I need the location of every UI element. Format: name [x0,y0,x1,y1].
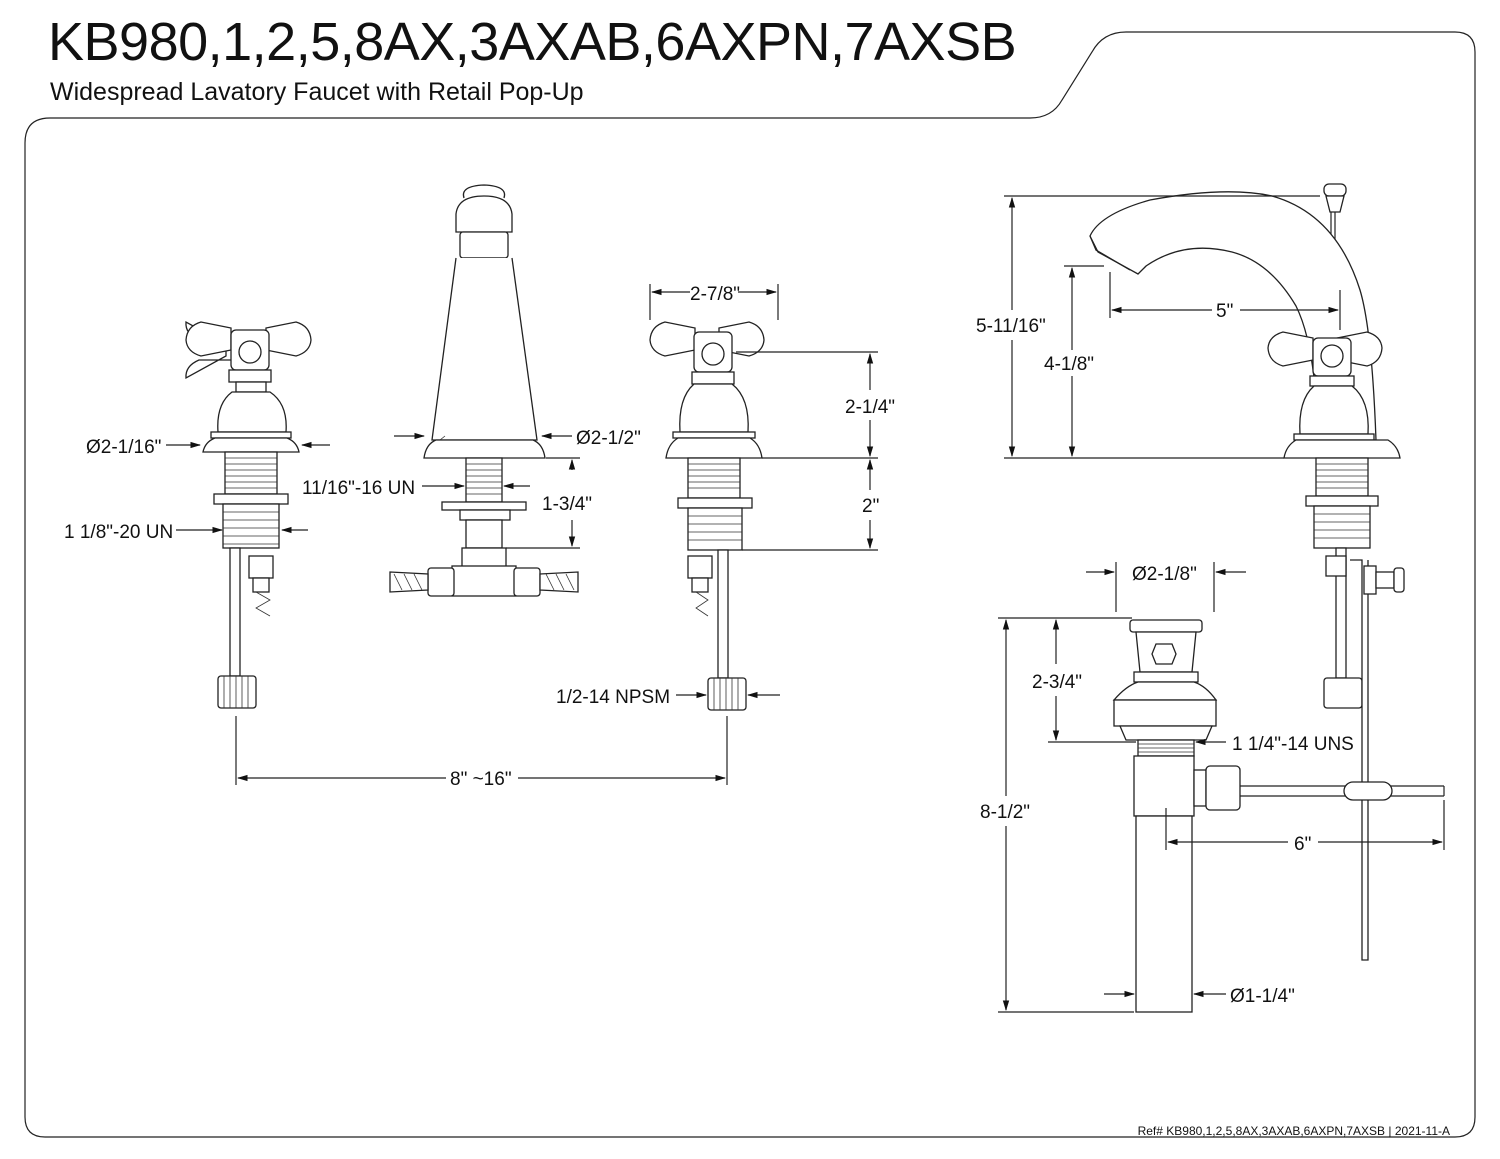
dim-handle-flange-dia: Ø2-1/16" [86,437,161,458]
dim-handle-height: 2-1/4" [845,397,895,418]
spout-front [389,184,579,597]
dim-centers: 8" ~16" [450,769,512,790]
right-handle-valve [649,321,765,711]
dim-drain-thread: 1 1/4"-14 UNS [1232,734,1354,755]
dim-pivot-rod: 6" [1294,834,1311,855]
popup-drain [1112,619,1445,1013]
dim-spout-reach: 5" [1216,301,1233,322]
dim-drain-body-height: 2-3/4" [1032,672,1082,693]
dim-overall-height: 5-11/16" [976,316,1046,337]
dim-spout-height: 4-1/8" [1044,354,1094,375]
dim-spout-flange-dia: Ø2-1/2" [576,428,641,449]
drawing-title: KB980,1,2,5,8AX,3AXAB,6AXPN,7AXSB [48,12,1017,72]
dim-handle-width: 2-7/8" [690,284,740,305]
dim-spout-shank: 1-3/4" [542,494,592,515]
dim-handle-shank: 2" [862,496,879,517]
page-frame [24,31,1476,1138]
dim-handle-thread: 1 1/8"-20 UN [64,522,173,543]
dim-spout-thread: 11/16"-16 UN [302,478,415,499]
reference-code: Ref# KB980,1,2,5,8AX,3AXAB,6AXPN,7AXSB |… [1137,1124,1450,1138]
dimension-labels: Ø2-1/16" 1 1/8"-20 UN Ø2-1/2" 11/16"-16 … [64,284,1354,1007]
side-view-faucet [1089,183,1405,961]
drawing-subtitle: Widespread Lavatory Faucet with Retail P… [50,78,584,106]
dim-drain-flange-dia: Ø2-1/8" [1132,564,1197,585]
dim-drain-overall: 8-1/2" [980,802,1030,823]
dimension-lines [166,195,1445,1013]
left-handle-valve [185,320,312,709]
dim-supply-connection: 1/2-14 NPSM [556,687,670,708]
dim-tailpiece-dia: Ø1-1/4" [1230,986,1295,1007]
